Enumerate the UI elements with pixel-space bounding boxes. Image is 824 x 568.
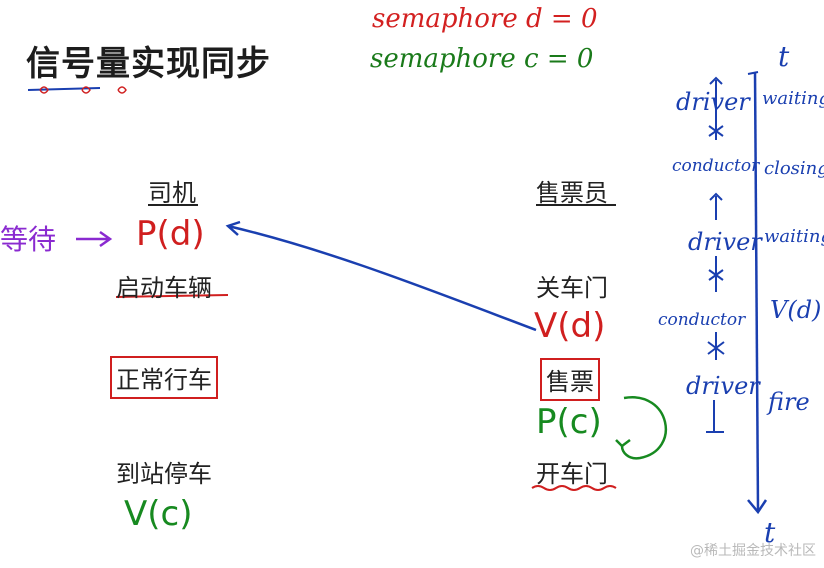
timeline-right-4: V(d) <box>770 296 822 324</box>
wait-loop-arrow <box>620 396 667 460</box>
timeline-t-bottom: t <box>764 516 776 549</box>
step1-underline <box>115 294 229 298</box>
timeline-left-3: driver <box>688 228 762 256</box>
timeline-right-3: waiting <box>764 226 824 247</box>
conductor-v-d: V(d) <box>534 306 606 346</box>
timeline-right-1: waiting <box>762 88 824 109</box>
title-marks <box>39 86 127 94</box>
conductor-step-close: 关车门 <box>536 274 608 302</box>
timeline-right-5: fire <box>768 388 810 416</box>
semaphore-d: semaphore d = 0 <box>372 4 598 34</box>
conductor-header: 售票员 <box>536 179 608 207</box>
timeline-axis <box>753 71 760 511</box>
conductor-p-c: P(c) <box>536 402 602 442</box>
timeline-left-5: driver <box>686 372 760 400</box>
watermark: @稀土掘金技术社区 <box>690 543 816 559</box>
driver-step-drive: 正常行车 <box>110 356 218 399</box>
step3-wavy-underline <box>531 485 617 491</box>
conductor-step-sell: 售票 <box>540 358 600 401</box>
timeline-left-4: conductor <box>658 310 746 330</box>
semaphore-c: semaphore c = 0 <box>370 44 594 74</box>
purple-arrow <box>76 230 113 248</box>
driver-p-d: P(d) <box>136 214 205 254</box>
conductor-step-open: 开车门 <box>536 460 608 488</box>
driver-header: 司机 <box>148 179 196 207</box>
driver-step-start: 启动车辆 <box>116 274 212 302</box>
timeline-left-2: conductor <box>672 156 760 176</box>
timeline-t-top: t <box>778 40 790 73</box>
signal-arrow <box>227 224 537 332</box>
wait-note: 等待 <box>0 223 57 256</box>
timeline-left-1: driver <box>676 88 750 116</box>
driver-step-stop: 到站停车 <box>116 460 212 488</box>
page-title: 信号量实现同步 <box>26 44 271 84</box>
driver-v-c: V(c) <box>124 494 193 534</box>
timeline-right-2: closing <box>764 158 824 179</box>
